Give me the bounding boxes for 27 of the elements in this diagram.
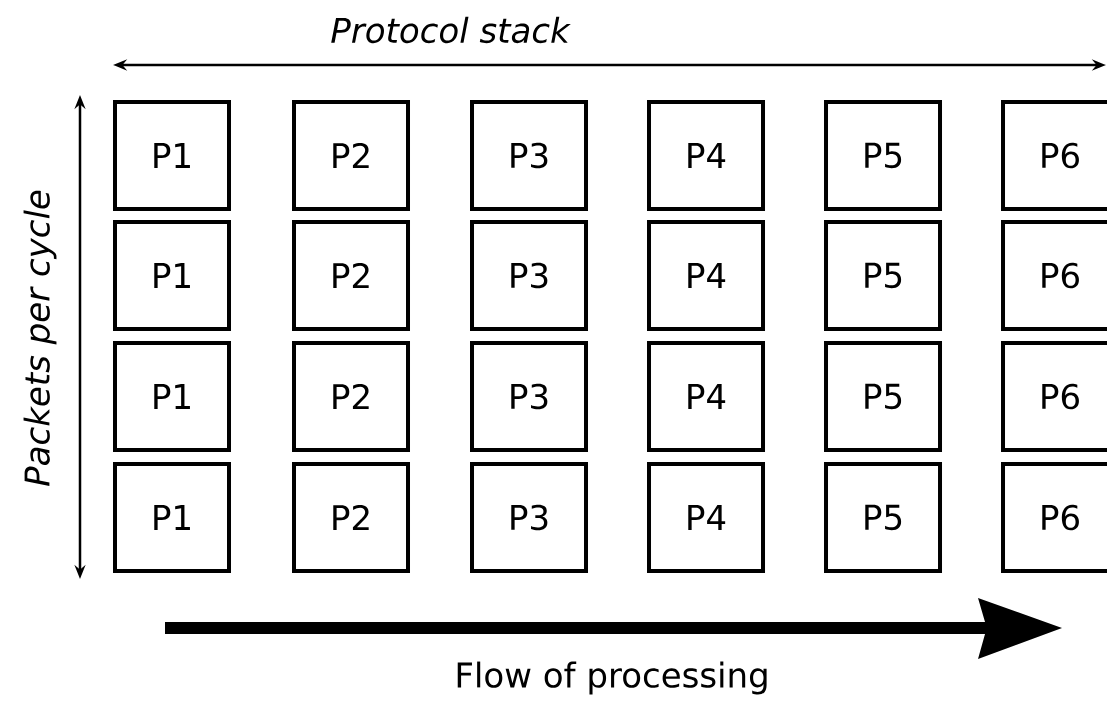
axis-label: Protocol stack	[331, 16, 571, 44]
process-box: P3	[470, 341, 588, 452]
process-box: P5	[824, 220, 942, 331]
process-box: P1	[113, 462, 231, 573]
process-box: P4	[647, 462, 765, 573]
process-box: P6	[1001, 100, 1107, 211]
caption-label: Flow of processing	[457, 661, 767, 695]
process-box: P3	[470, 462, 588, 573]
process-box: P6	[1001, 220, 1107, 331]
process-box: P1	[113, 341, 231, 452]
process-box: P5	[824, 462, 942, 573]
process-box: P1	[113, 220, 231, 331]
process-box: P6	[1001, 462, 1107, 573]
process-box: P4	[647, 341, 765, 452]
process-box: P3	[470, 220, 588, 331]
process-box: P2	[292, 341, 410, 452]
process-box: P2	[292, 220, 410, 331]
process-box: P2	[292, 462, 410, 573]
process-box: P5	[824, 100, 942, 211]
process-box: P4	[647, 100, 765, 211]
process-box: P2	[292, 100, 410, 211]
process-box: P1	[113, 100, 231, 211]
process-box: P5	[824, 341, 942, 452]
process-box: P4	[647, 220, 765, 331]
axis-label: Packets per cycle	[23, 190, 57, 486]
process-box: P6	[1001, 341, 1107, 452]
process-box: P3	[470, 100, 588, 211]
